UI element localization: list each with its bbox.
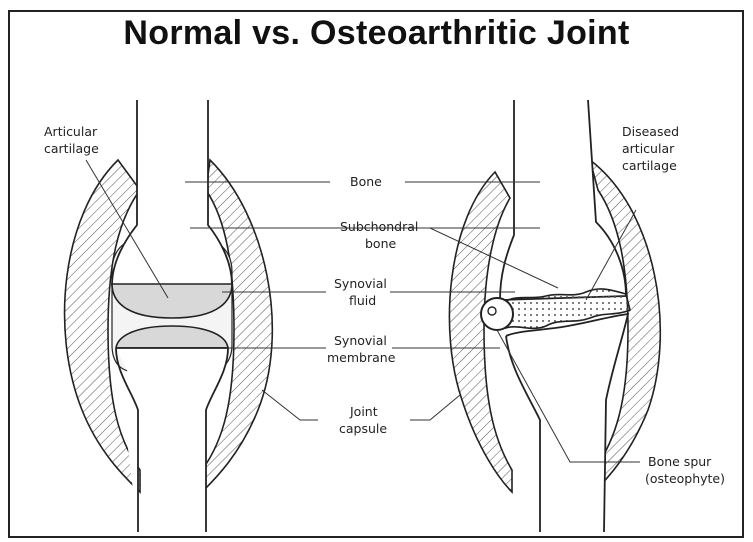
oa-lower-bone	[506, 314, 628, 532]
label-diseased-line1: Diseased	[622, 124, 679, 139]
label-synovial-fluid-line2: fluid	[349, 293, 376, 308]
label-subchondral-bone: Subchondral bone	[340, 219, 418, 251]
label-articular-cartilage-line2: cartilage	[44, 141, 99, 156]
label-bone-spur-line1: Bone spur	[648, 454, 712, 469]
label-diseased-cartilage: Diseased articular cartilage	[622, 124, 679, 173]
label-diseased-line2: articular	[622, 141, 675, 156]
oa-joint-capsule-left	[449, 172, 512, 492]
label-subchondral-line2: bone	[365, 236, 397, 251]
label-joint-capsule-line1: Joint	[349, 404, 378, 419]
label-subchondral-line1: Subchondral	[340, 219, 418, 234]
label-articular-cartilage-line1: Articular	[44, 124, 98, 139]
label-synovial-membrane: Synovial membrane	[327, 333, 396, 365]
label-bone-spur: Bone spur (osteophyte)	[645, 454, 725, 486]
label-bone-spur-line2: (osteophyte)	[645, 471, 725, 486]
label-diseased-line3: cartilage	[622, 158, 677, 173]
normal-lower-bone	[116, 348, 228, 532]
label-joint-capsule: Joint capsule	[339, 404, 387, 436]
label-synovial-membrane-line1: Synovial	[334, 333, 387, 348]
label-synovial-fluid-line1: Synovial	[334, 276, 387, 291]
normal-joint	[65, 100, 273, 532]
label-bone: Bone	[350, 174, 382, 189]
label-joint-capsule-line2: capsule	[339, 421, 387, 436]
label-synovial-fluid: Synovial fluid	[334, 276, 387, 308]
label-articular-cartilage: Articular cartilage	[44, 124, 99, 156]
oa-bone-spur	[481, 298, 513, 330]
label-synovial-membrane-line2: membrane	[327, 350, 396, 365]
